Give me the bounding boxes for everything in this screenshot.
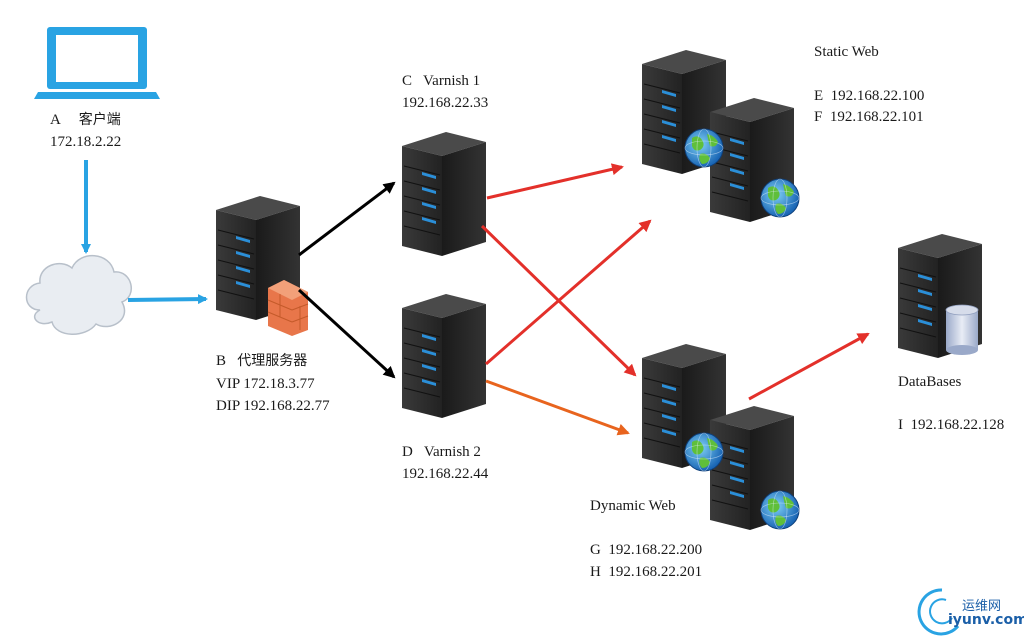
dynamic-to-db-arrow xyxy=(748,332,870,401)
proxy-dip: DIP 192.168.22.77 xyxy=(216,398,330,414)
static-web-f: F 192.168.22.101 xyxy=(814,109,924,125)
databases-title: DataBases xyxy=(898,374,962,390)
varnish1-label: C Varnish 1 xyxy=(402,73,481,89)
varnish1-to-static-arrow xyxy=(486,163,624,200)
proxy-vip: VIP 172.18.3.77 xyxy=(216,376,315,392)
databases-i: I 192.168.22.128 xyxy=(898,417,1005,433)
dynamic-web-title: Dynamic Web xyxy=(590,498,676,514)
proxy-label: B 代理服务器 xyxy=(216,353,308,369)
varnish1-ip: 192.168.22.33 xyxy=(402,95,489,111)
laptop-icon xyxy=(34,27,160,99)
globe-icon xyxy=(684,128,724,168)
cloud-icon xyxy=(25,254,132,335)
varnish2-server-icon xyxy=(401,293,487,419)
varnish2-to-dynamic-arrow xyxy=(485,379,630,436)
proxy-to-varnish1-arrow xyxy=(298,181,396,257)
watermark-en: iyunv.com xyxy=(948,612,1024,628)
varnish1-server-icon xyxy=(401,131,487,257)
static-web-title: Static Web xyxy=(814,44,879,60)
varnish2-ip: 192.168.22.44 xyxy=(402,466,489,482)
database-cylinder-icon xyxy=(945,304,979,355)
cloud-link-arrow xyxy=(127,294,208,305)
globe-icon xyxy=(760,178,800,218)
watermark-logo-icon xyxy=(917,588,960,636)
dynamic-web-h: H 192.168.22.201 xyxy=(590,564,703,580)
client-ip: 172.18.2.22 xyxy=(50,134,122,150)
globe-icon xyxy=(760,490,800,530)
firewall-icon xyxy=(267,280,309,336)
client-label: A 客户端 xyxy=(50,112,121,128)
watermark-cn: 运维网 xyxy=(962,599,1002,614)
dynamic-web-g: G 192.168.22.200 xyxy=(590,542,703,558)
globe-icon xyxy=(684,432,724,472)
varnish2-label: D Varnish 2 xyxy=(402,444,481,460)
varnish2-to-static-arrow xyxy=(485,219,652,366)
proxy-to-varnish2-arrow xyxy=(297,288,396,379)
static-web-e: E 192.168.22.100 xyxy=(814,88,925,104)
